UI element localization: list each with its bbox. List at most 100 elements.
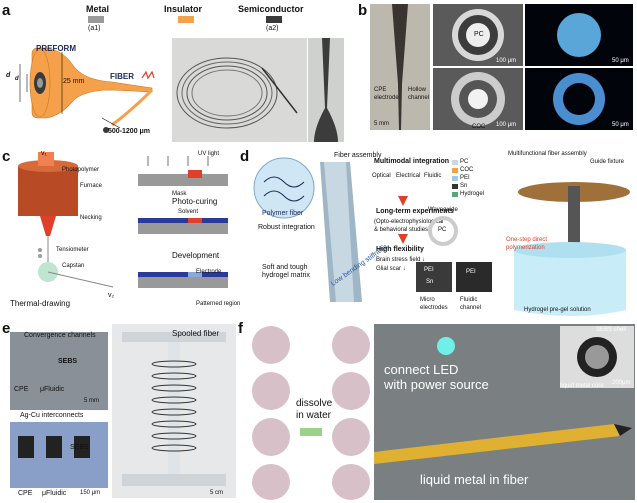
glial-scar-label: Glial scar ↓ bbox=[376, 266, 406, 272]
fluorescence-1 bbox=[525, 4, 633, 66]
key-sn: Sn bbox=[460, 183, 468, 189]
fluidic-channel-label: Fluidic channel bbox=[460, 297, 482, 311]
ufluidic-label-e2: μFluidic bbox=[42, 490, 67, 497]
scale-50-1: 50 μm bbox=[612, 58, 629, 64]
development-label: Development bbox=[172, 251, 220, 260]
micro-pei: PEI bbox=[424, 267, 434, 273]
ufluidic-label-e: μFluidic bbox=[40, 386, 65, 393]
mask-label: Mask bbox=[172, 191, 187, 197]
d-label-2: d bbox=[15, 76, 19, 82]
uv-light-label: UV light bbox=[198, 151, 220, 157]
spooled-fiber-photo bbox=[172, 38, 307, 142]
micro-electrodes-label: Micro electrodes bbox=[420, 297, 448, 311]
preform-size: 25 mm bbox=[63, 78, 85, 85]
fiber-taper-photo bbox=[308, 38, 344, 142]
pregel-label: Hydrogel pre-gel solution bbox=[524, 307, 591, 313]
robust-integration-label: Robust integration bbox=[258, 224, 315, 231]
waveguide-pc: PC bbox=[438, 227, 447, 233]
micro-sn: Sn bbox=[426, 279, 434, 285]
preform-label: PREFORM bbox=[36, 44, 76, 53]
convergence-label: Convergence channels bbox=[24, 332, 96, 339]
arrow-down-2 bbox=[398, 234, 408, 244]
scale-5mm-b: 5 mm bbox=[374, 121, 389, 127]
scale-5mm-e: 5 mm bbox=[84, 398, 99, 404]
sebs-label-e2: SEBS bbox=[70, 444, 89, 451]
opto-label: (Opto-electrophysiological & behavioral … bbox=[374, 219, 444, 233]
micro-electrodes-photo bbox=[416, 262, 452, 292]
hollow-channel-label: Hollow channel bbox=[408, 87, 430, 101]
panel-label-e: e bbox=[2, 320, 11, 337]
long-term-label: Long-term experiments bbox=[376, 208, 454, 215]
tensiometer-label: Tensiometer bbox=[56, 247, 89, 253]
fluidic-channel-photo bbox=[456, 262, 492, 292]
agcu-photo bbox=[10, 422, 108, 488]
photopolymer-label: Photopolymer bbox=[62, 167, 100, 173]
lm-core-label: liquid metal core bbox=[560, 383, 604, 389]
panel-label-b: b bbox=[358, 2, 368, 19]
fiber-label: FIBER bbox=[110, 72, 134, 81]
capstan-label: Capstan bbox=[62, 263, 85, 269]
fiber-cross-section-1 bbox=[433, 4, 523, 66]
fiber-size: 500-1200 μm bbox=[108, 128, 151, 135]
panel-label-d: d bbox=[240, 148, 250, 165]
thermal-drawing-diagram bbox=[18, 152, 114, 288]
scale-150-e: 150 μm bbox=[80, 490, 101, 496]
agcu-label: Ag-Cu interconnects bbox=[20, 412, 84, 419]
fluidic-pei: PEI bbox=[466, 269, 476, 275]
cpe-label-e2: CPE bbox=[18, 490, 33, 497]
scale-100-1: 100 μm bbox=[496, 58, 517, 64]
coc-label: COC bbox=[472, 124, 486, 130]
cpe-label-e: CPE bbox=[14, 386, 29, 393]
arrow-down-1 bbox=[398, 196, 408, 206]
electrical-label: Electrical bbox=[396, 173, 421, 179]
polymerization-setup bbox=[514, 182, 630, 316]
high-flex-label: High flexibility bbox=[376, 246, 424, 253]
dissolve-arrow bbox=[300, 428, 322, 436]
scale-200-f: 200μm bbox=[612, 380, 631, 386]
semiconductor-sub: (a2) bbox=[266, 25, 279, 32]
thermal-drawing-label: Thermal-drawing bbox=[10, 299, 71, 308]
photocuring-steps bbox=[138, 156, 228, 288]
dissolve-label: dissolve in water bbox=[296, 398, 333, 421]
multimodal-label: Multimodal integration bbox=[374, 158, 450, 165]
insulator-swatch bbox=[178, 16, 194, 23]
fluidic-label: Fluidic bbox=[424, 173, 442, 179]
insulator-label: Insulator bbox=[164, 4, 203, 14]
liquid-metal-fiber-label: liquid metal in fiber bbox=[420, 472, 529, 487]
fiber-coil bbox=[176, 57, 298, 129]
spooled-label: Spooled fiber bbox=[172, 329, 220, 338]
scale-5cm-e: 5 cm bbox=[210, 490, 224, 496]
d-label-1: d bbox=[6, 72, 11, 79]
convergence-photo bbox=[10, 332, 108, 410]
semiconductor-label: Semiconductor bbox=[238, 4, 304, 14]
key-coc: COC bbox=[460, 167, 474, 173]
fiber-cross-section-2 bbox=[433, 68, 523, 130]
key-pc: PC bbox=[460, 159, 469, 165]
panel-label-a: a bbox=[2, 2, 11, 19]
sebs-shell-label: SEBS shell bbox=[596, 327, 627, 333]
fiber-assembly-diagram bbox=[253, 157, 362, 302]
waveguide-ring bbox=[428, 216, 458, 246]
semiconductor-swatch bbox=[266, 16, 282, 23]
cpe-electrode-label: CPE electrode bbox=[374, 87, 399, 101]
v1-label: v₁ bbox=[41, 150, 47, 157]
sebs-inset-photo bbox=[560, 326, 634, 388]
hydrogel-matrix-label: Soft and tough hydrogel matrix bbox=[262, 264, 310, 279]
scale-100-2: 100 μm bbox=[496, 122, 517, 128]
pc-label: PC bbox=[474, 31, 484, 38]
optical-label: Optical bbox=[372, 173, 391, 179]
key-pei: PEI bbox=[460, 175, 470, 181]
fluorescence-2 bbox=[525, 68, 633, 130]
metal-label: Metal bbox=[86, 4, 110, 14]
multifunctional-label: Multifunctional fiber assembly bbox=[508, 151, 587, 157]
patterned-region-label: Patterned region bbox=[196, 301, 241, 307]
photo-curing-label: Photo-curing bbox=[172, 197, 218, 206]
spooled-fiber-photo-e bbox=[112, 324, 236, 498]
polymer-fiber-label: Polymer fiber bbox=[262, 210, 304, 217]
scale-50-2: 50 μm bbox=[612, 122, 629, 128]
preform-fiber-diagram bbox=[19, 47, 155, 133]
furnace-label: Furnace bbox=[80, 183, 103, 189]
solvent-label: Solvent bbox=[178, 209, 199, 215]
panel-label-f: f bbox=[238, 320, 243, 337]
key-hydrogel: Hydrogel bbox=[460, 191, 485, 197]
